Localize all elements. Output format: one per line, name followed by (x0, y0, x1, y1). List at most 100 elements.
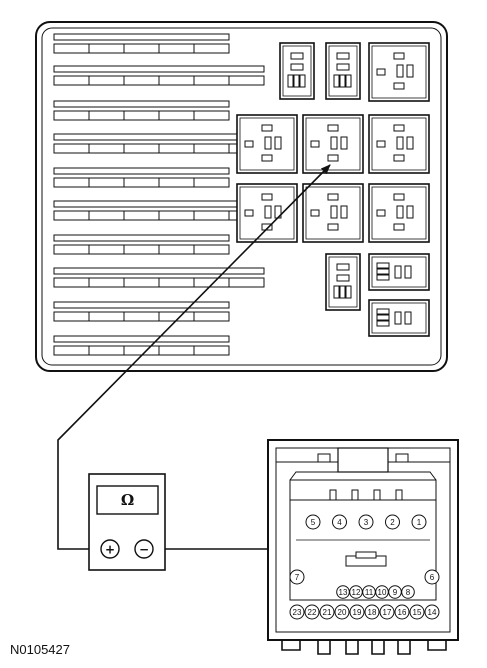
pin-label: 10 (378, 588, 387, 597)
fuse-slot (158, 177, 195, 188)
pin-11: 11 (362, 585, 376, 599)
pin-label: 2 (390, 518, 395, 527)
fuse-box (35, 21, 448, 372)
pin-label: 14 (428, 608, 437, 617)
pin-10: 10 (375, 585, 389, 599)
pin-20: 20 (334, 604, 350, 620)
fuse-slot (88, 75, 125, 86)
fuse-slot (88, 345, 125, 356)
pin-label: 17 (383, 608, 392, 617)
pin-7: 7 (289, 569, 305, 585)
pin-label: 1 (417, 518, 422, 527)
pin-23: 23 (289, 604, 305, 620)
fuse-slot (228, 277, 265, 288)
pin-label: 4 (337, 518, 342, 527)
multimeter: Ω + − (88, 473, 166, 571)
pin-label: 11 (365, 588, 374, 597)
fuse-slot (88, 43, 125, 54)
pin-15: 15 (409, 604, 425, 620)
fuse-slot (158, 43, 195, 54)
fuse-row (53, 234, 230, 255)
fuse-slot (158, 75, 195, 86)
positive-test-lead (57, 164, 331, 550)
pin-5: 5 (305, 514, 321, 530)
pin-17: 17 (379, 604, 395, 620)
pin-label: 12 (352, 588, 361, 597)
pin-label: 8 (406, 588, 411, 597)
negative-terminal[interactable] (134, 539, 154, 559)
fuse-slot (123, 311, 160, 322)
pin-label: 18 (368, 608, 377, 617)
fuse-slot (123, 210, 160, 221)
pin-8: 8 (401, 585, 415, 599)
pin-label: 20 (338, 608, 347, 617)
fuse-row (53, 167, 230, 188)
fuse-slot (123, 43, 160, 54)
fuse-slot (228, 75, 265, 86)
fuse-slot (193, 345, 230, 356)
relay-socket (302, 183, 364, 243)
fuse-slot (88, 110, 125, 121)
fuse-slot (158, 345, 195, 356)
fuse-slot (53, 143, 90, 154)
pin-label: 7 (295, 573, 300, 582)
relay-socket (236, 183, 298, 243)
pin-9: 9 (388, 585, 402, 599)
fuse-slot (88, 177, 125, 188)
fuse-slot (53, 110, 90, 121)
fuse-slot (88, 277, 125, 288)
pin-label: 16 (398, 608, 407, 617)
fuse-slot (158, 277, 195, 288)
fuse-slot (53, 277, 90, 288)
fuse-slot (193, 110, 230, 121)
fuse-slot (123, 143, 160, 154)
fuse-slot (88, 244, 125, 255)
fuse-slot (123, 177, 160, 188)
fuse-slot (193, 177, 230, 188)
fuse-slot (193, 43, 230, 54)
pin-label: 3 (364, 518, 369, 527)
fuse-slot (158, 143, 195, 154)
fuse-slot (123, 345, 160, 356)
pin-22: 22 (304, 604, 320, 620)
relay-socket (368, 183, 430, 243)
fuse-slot (193, 210, 230, 221)
pin-label: 5 (311, 518, 316, 527)
mini-relay-socket (368, 253, 430, 291)
fuse-slot (88, 143, 125, 154)
relay-socket (302, 114, 364, 174)
fuse-slot (158, 110, 195, 121)
pin-18: 18 (364, 604, 380, 620)
pin-16: 16 (394, 604, 410, 620)
pin-14: 14 (424, 604, 440, 620)
pin-label: 23 (293, 608, 302, 617)
fuse-slot (88, 210, 125, 221)
relays (236, 42, 430, 337)
relay-socket (368, 114, 430, 174)
fuse-slot (88, 311, 125, 322)
minus-sign: − (139, 543, 149, 557)
pin-6: 6 (424, 569, 440, 585)
pin-label: 22 (308, 608, 317, 617)
fuse-rows (53, 33, 265, 356)
pin-19: 19 (349, 604, 365, 620)
fuse-row (53, 267, 265, 288)
mini-relay-socket (368, 299, 430, 337)
fuse-slot (53, 43, 90, 54)
relay-socket (368, 42, 430, 102)
fuse-slot (123, 277, 160, 288)
ohm-symbol: Ω (121, 491, 134, 509)
pin-label: 19 (353, 608, 362, 617)
relay-socket (236, 114, 298, 174)
pin-4: 4 (332, 514, 347, 530)
pin-label: 13 (339, 588, 348, 597)
fuse-row (53, 301, 230, 322)
pin-21: 21 (319, 604, 335, 620)
positive-terminal[interactable] (100, 539, 120, 559)
mini-relay-socket (325, 253, 361, 311)
plus-sign: + (105, 543, 115, 557)
mini-relay-socket (279, 42, 315, 100)
fuse-slot (123, 244, 160, 255)
fuse-slot (53, 177, 90, 188)
